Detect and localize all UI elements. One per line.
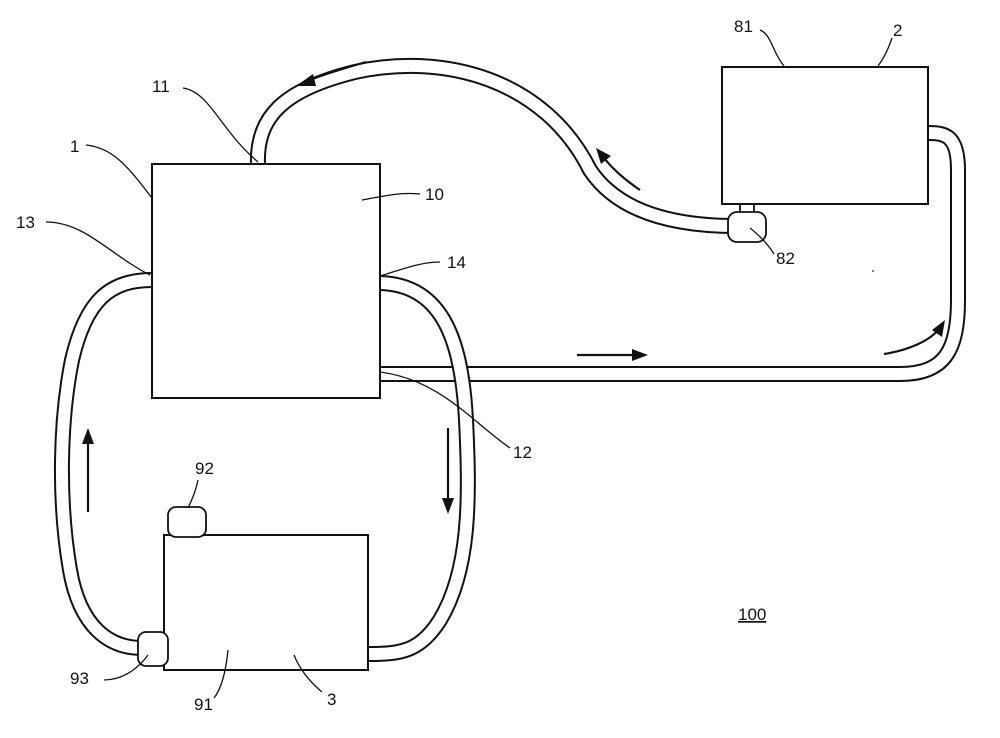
arrow-right-head bbox=[632, 349, 648, 361]
arrow-82-up-head bbox=[596, 148, 611, 164]
label-100: 100 bbox=[738, 605, 766, 624]
leader-11 bbox=[183, 88, 258, 162]
label-13: 13 bbox=[16, 213, 35, 232]
label-14: 14 bbox=[447, 253, 466, 272]
arrow-top-left-head bbox=[296, 74, 316, 86]
fitting-92 bbox=[168, 507, 206, 537]
label-92: 92 bbox=[195, 459, 214, 478]
speck bbox=[872, 270, 874, 272]
leader-2 bbox=[878, 38, 892, 66]
label-12: 12 bbox=[513, 443, 532, 462]
pipe-93-to-13-bore bbox=[62, 280, 152, 648]
unit-3-box bbox=[164, 535, 368, 670]
label-11: 11 bbox=[152, 77, 170, 96]
label-81: 81 bbox=[734, 17, 753, 36]
label-93: 93 bbox=[70, 669, 89, 688]
unit-1-box bbox=[152, 164, 380, 398]
label-82: 82 bbox=[776, 249, 795, 268]
arrow-bend-up bbox=[884, 330, 938, 354]
arrow-up-head bbox=[82, 428, 94, 444]
leader-12 bbox=[380, 372, 510, 448]
leader-81 bbox=[760, 30, 784, 66]
leader-14 bbox=[380, 262, 440, 276]
label-3: 3 bbox=[327, 690, 336, 709]
arrow-down-head bbox=[442, 498, 454, 514]
leader-13 bbox=[46, 222, 150, 275]
leader-92 bbox=[188, 480, 198, 508]
leader-1 bbox=[86, 145, 152, 198]
label-91: 91 bbox=[194, 695, 213, 714]
unit-2-box bbox=[722, 67, 928, 204]
pipe-14-to-3-bore bbox=[368, 283, 468, 654]
label-10: 10 bbox=[425, 185, 444, 204]
label-2: 2 bbox=[893, 21, 902, 40]
label-1: 1 bbox=[70, 137, 79, 156]
